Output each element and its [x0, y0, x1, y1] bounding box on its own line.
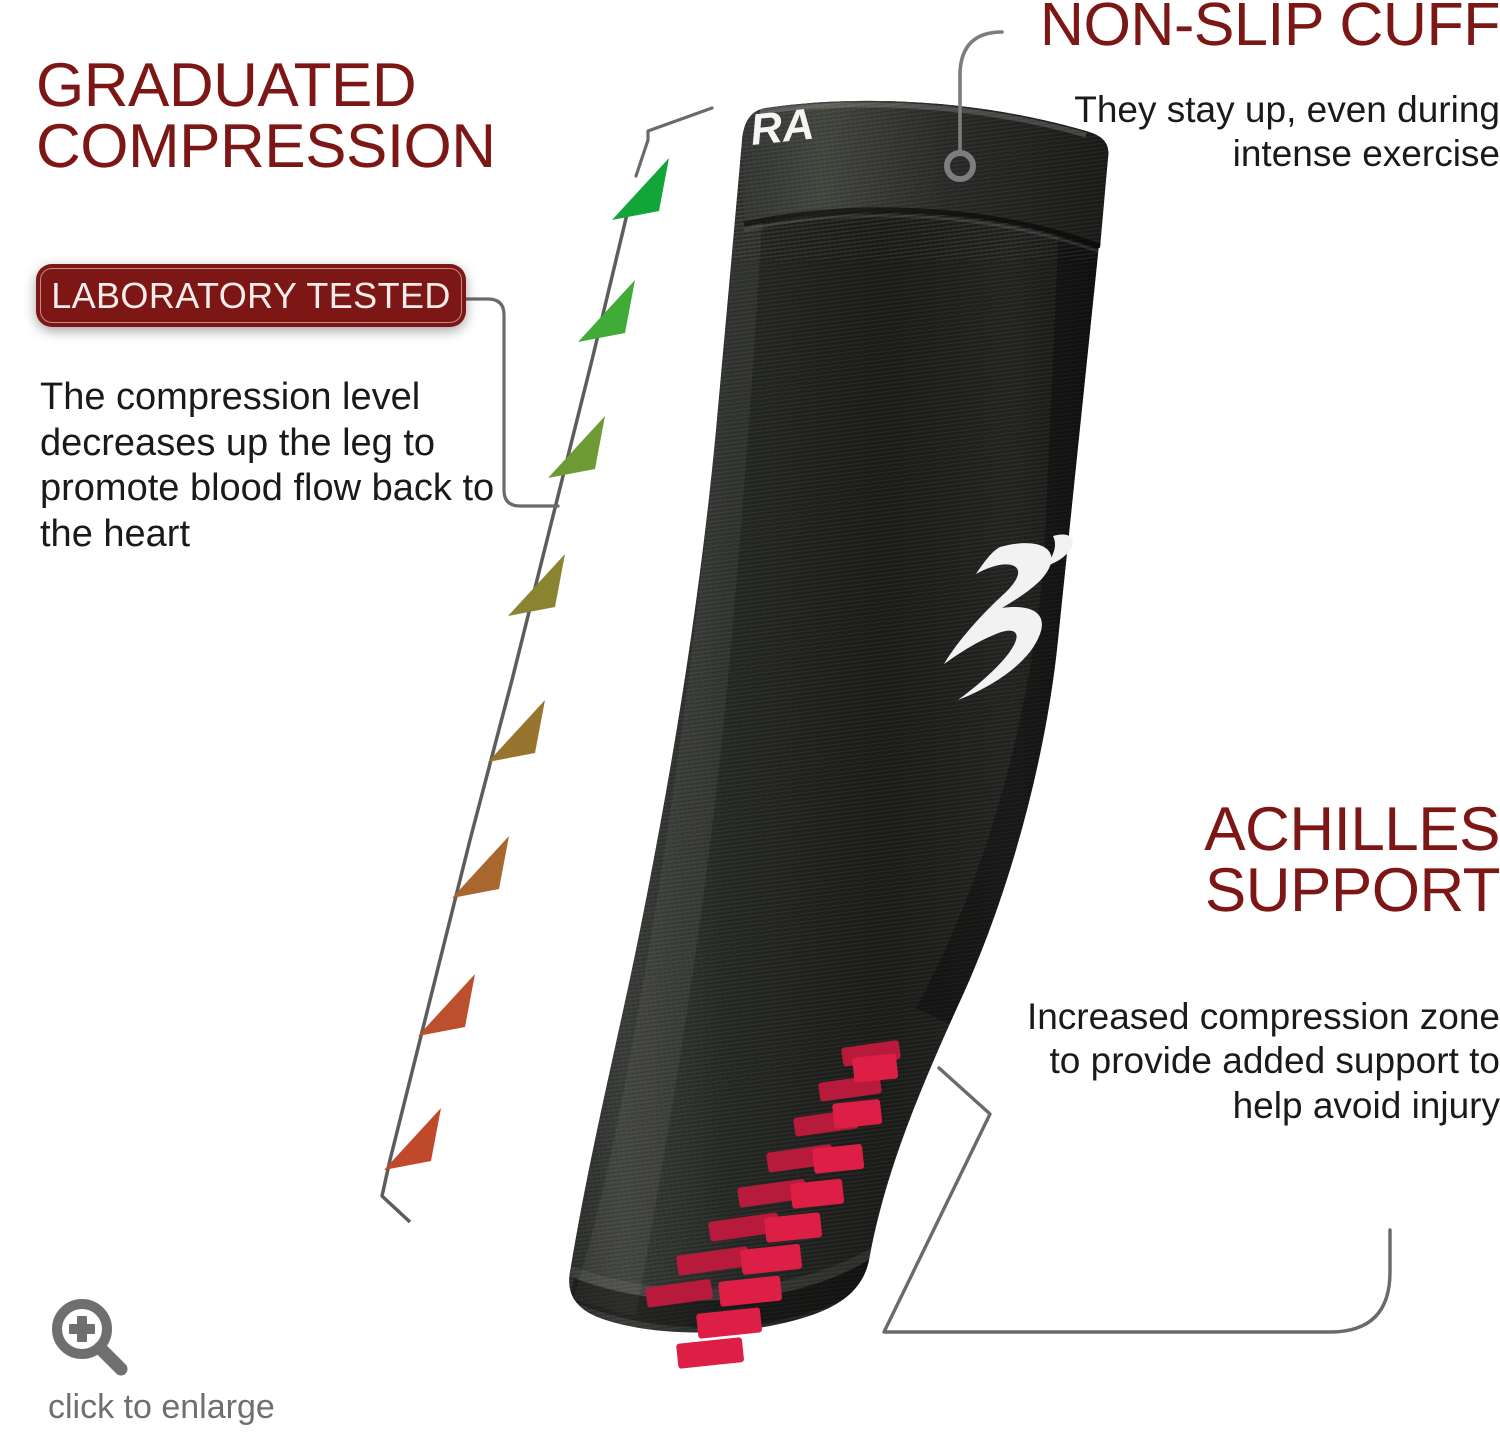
cuff-brand-text: RA	[748, 100, 816, 155]
brand-swoosh-logo	[944, 534, 1073, 700]
compression-arrow	[418, 974, 475, 1036]
svg-text:RA: RA	[748, 100, 816, 155]
laboratory-tested-label: LABORATORY TESTED	[51, 274, 451, 316]
leader-line-non-slip-cuff	[944, 30, 1004, 182]
compression-arrow	[578, 280, 635, 342]
compression-arrow	[488, 700, 545, 762]
callout-heading-non-slip-cuff: NON-SLIP CUFF	[1039, 0, 1500, 58]
callout-body-graduated: The compression level decreases up the l…	[40, 376, 495, 555]
click-to-enlarge-control[interactable]: click to enlarge	[48, 1296, 308, 1427]
achilles-heading-line-1: ACHILLES	[1204, 795, 1500, 864]
leader-line-laboratory-tested	[464, 297, 560, 508]
non-slip-cuff-band	[700, 100, 1109, 260]
magnifier-plus-icon[interactable]	[48, 1296, 134, 1382]
callout-body-non-slip-cuff: They stay up, even during intense exerci…	[1074, 89, 1500, 175]
click-to-enlarge-label[interactable]: click to enlarge	[48, 1388, 275, 1426]
graduated-heading-line-2: COMPRESSION	[36, 111, 496, 181]
leader-line-achilles	[882, 1066, 1392, 1334]
laboratory-tested-badge: LABORATORY TESTED	[36, 264, 466, 327]
compression-sleeve-photo: RA	[569, 100, 1109, 1333]
callout-heading-achilles: ACHILLES SUPPORT	[960, 795, 1500, 925]
achilles-stripes-detail	[676, 1053, 899, 1369]
callout-body-achilles: Increased compression zone to provide ad…	[1026, 996, 1500, 1126]
compression-arrow	[548, 416, 605, 478]
graduated-heading-line-1: GRADUATED	[36, 51, 417, 120]
graduated-compression-arrow-trail	[380, 158, 669, 1224]
leader-line-graduated	[634, 106, 714, 178]
callout-heading-graduated: GRADUATED COMPRESSION	[36, 51, 636, 181]
compression-arrow	[508, 554, 565, 616]
compression-arrow	[612, 158, 669, 220]
achilles-heading-line-2: SUPPORT	[1204, 855, 1500, 925]
compression-arrow	[384, 1108, 441, 1170]
compression-arrow	[452, 836, 509, 898]
